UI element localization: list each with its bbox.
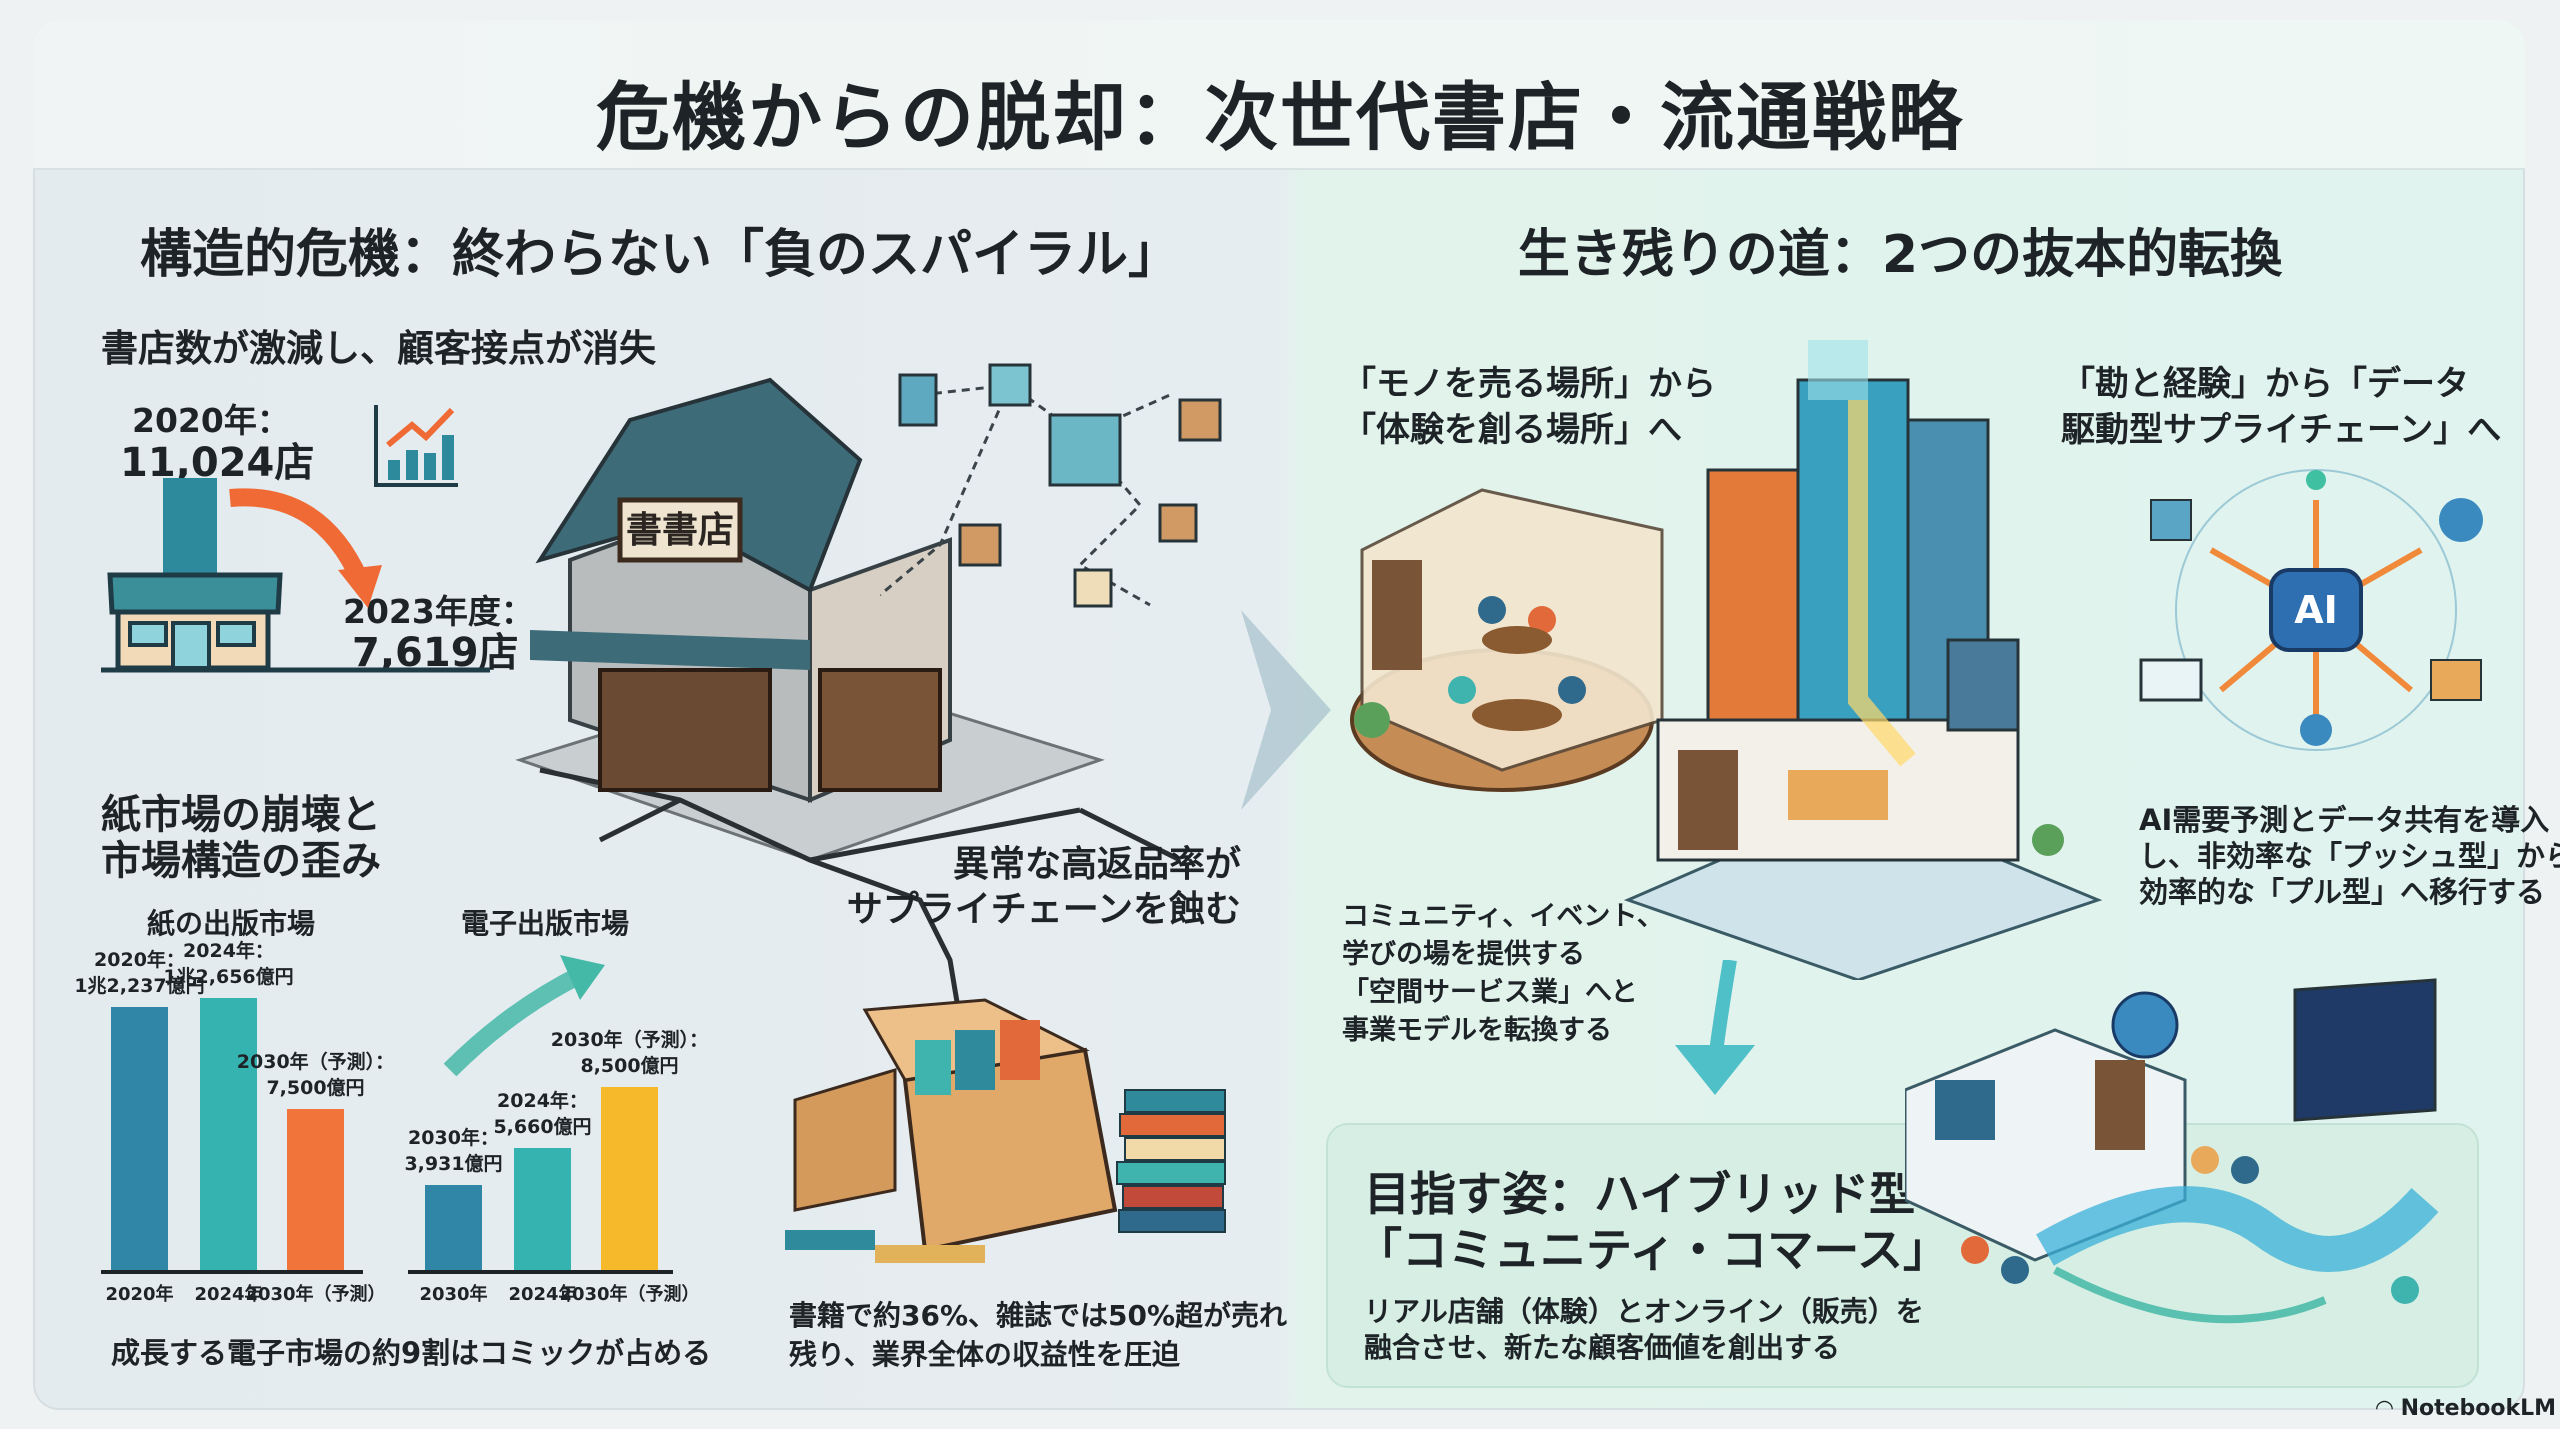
bar-label-value: 1兆2,656億円 [163, 965, 294, 988]
cube-icon [1048, 413, 1122, 487]
plant-icon [1354, 702, 1390, 738]
goal-body-line1: リアル店舗（体験）とオンライン（販売）を [1364, 1295, 1924, 1328]
chart-bar [200, 997, 257, 1270]
hybrid-commerce-illustration [1905, 978, 2439, 1324]
chart-title: 紙の出版市場 [147, 907, 316, 940]
monitor-icon [2293, 978, 2437, 1122]
store-count-2020-label: 2020年： [132, 401, 290, 440]
bar-label-year: 2024年： [183, 939, 274, 962]
bar-label-value: 5,660億円 [493, 1116, 592, 1139]
left-heading: 構造的危機：終わらない「負のスパイラル」 [139, 225, 1180, 285]
growth-arrow-icon [443, 955, 605, 1077]
laptop-icon [2139, 658, 2203, 702]
experience-heading-line1: 「モノを売る場所」から [1342, 364, 1716, 404]
notebooklm-badge: ◠ NotebookLM [2376, 1396, 2556, 1421]
bar-label-year: 2024年： [497, 1090, 588, 1113]
goal-heading-line1: 目指す姿：ハイブリッド型 [1364, 1167, 1916, 1221]
returns-body-line1: 書籍で約36%、雑誌では50%超が売れ [789, 1299, 1288, 1332]
bar-label-value: 3,931億円 [404, 1153, 503, 1176]
bookshelf-icon [818, 668, 942, 792]
badge-label: NotebookLM [2400, 1396, 2557, 1421]
broken-supply-network-illustration [880, 363, 1222, 608]
store-count-heading: 書店数が激減し、顧客接点が消失 [101, 327, 656, 370]
cart-icon [2430, 659, 2482, 701]
x-tick-label: 2020年 [105, 1284, 174, 1305]
future-bookstore-tower-illustration [1623, 340, 2103, 980]
store-decline-graphic [101, 405, 490, 673]
x-tick-label: 2030年（予測） [559, 1284, 700, 1305]
decline-arrow-icon [229, 488, 369, 584]
data-caption: AI需要予測とデータ共有を導入 し、非効率な「プッシュ型」から 効率的な「プル型… [2139, 802, 2560, 910]
returned-books-boxes-illustration [785, 998, 1226, 1263]
right-heading: 生き残りの道：2つの抜本的転換 [1517, 225, 2283, 285]
chart-bar [287, 1108, 344, 1270]
caption-line: 学びの場を提供する [1342, 939, 1585, 970]
x-tick-label: 2030年（予測） [245, 1284, 386, 1305]
goal-body-line2: 融合させ、新たな顧客価値を創出する [1364, 1331, 1841, 1364]
caption-line: し、非効率な「プッシュ型」から [2139, 839, 2560, 873]
bookstore-sign [617, 497, 743, 563]
store-count-2020-value: 11,024店 [120, 440, 315, 486]
x-tick-label: 2024年 [194, 1284, 263, 1305]
chart-bar [111, 1006, 168, 1270]
page-title: 危機からの脱却：次世代書店・流通戦略 [596, 75, 1964, 161]
returns-heading-line2: サプライチェーンを蝕む [846, 889, 1241, 930]
bar-label-year: 2030年（予測）： [550, 1029, 709, 1052]
transition-chevron-icon [1241, 610, 1331, 810]
community-space-illustration [1350, 488, 1664, 792]
ai-data-network-illustration: AI [2139, 469, 2483, 751]
store-count-2023-label: 2023年度： [343, 592, 534, 631]
ai-chip-icon [2269, 568, 2363, 652]
x-tick-label: 2030年 [419, 1284, 488, 1305]
data-heading-line1: 「勘と経験」から「データ [2061, 364, 2469, 404]
title-band [33, 20, 2525, 170]
cracked-bookstore-illustration: 書書店 [515, 377, 1182, 1020]
chart-title: 電子出版市場 [461, 907, 630, 940]
caption-line: コミュニティ、イベント、 [1342, 901, 1664, 932]
returns-heading-line1: 異常な高返品率が [952, 844, 1241, 885]
caption-line: 「空間サービス業」へと [1342, 977, 1638, 1008]
goal-heading-line2: 「コミュニティ・コマース」 [1356, 1223, 1949, 1277]
down-arrow-icon [1675, 960, 1755, 1095]
bar-label-year: 2030年： [408, 1127, 499, 1150]
experience-caption: コミュニティ、イベント、 学びの場を提供する 「空間サービス業」へと 事業モデル… [1342, 898, 1664, 1050]
chart-bar [425, 1185, 482, 1270]
chart-bar [514, 1148, 571, 1270]
caption-line: 事業モデルを転換する [1342, 1015, 1612, 1046]
bar-label-value: 8,500億円 [580, 1055, 679, 1078]
returns-body-line2: 残り、業界全体の収益性を圧迫 [789, 1338, 1180, 1371]
storefront-icon [107, 572, 283, 671]
gear-icon [2439, 498, 2483, 542]
chart-baseline [408, 1270, 673, 1274]
notebooklm-logo-icon: ◠ [2376, 1396, 2401, 1421]
caption-line: 効率的な「プル型」へ移行する [2139, 875, 2546, 909]
bar-label-year: 2030年（予測）： [236, 1050, 395, 1073]
x-tick-label: 2024年 [508, 1284, 577, 1305]
book-stack-icon [1116, 1089, 1226, 1233]
globe-icon [2111, 991, 2179, 1059]
experience-heading-line2: 「体験を創る場所」へ [1342, 410, 1682, 450]
chart-baseline [101, 1270, 363, 1274]
cube-icon [2150, 499, 2192, 541]
parcel-icon [1178, 398, 1222, 442]
market-heading-line2: 市場構造の歪み [101, 838, 381, 884]
chart-bar [601, 1087, 658, 1270]
data-heading-line2: 駆動型サプライチェーン」へ [2061, 410, 2502, 450]
growth-chart-icon [374, 405, 458, 487]
svg-text:AI: AI [2294, 588, 2338, 632]
svg-text:書書店: 書書店 [626, 510, 734, 551]
market-heading-line1: 紙市場の崩壊と [101, 792, 381, 838]
bar-label-year: 2020年： [94, 948, 185, 971]
store-count-bar [163, 478, 217, 576]
bar-label-value: 1兆2,237億円 [74, 974, 205, 997]
caption-line: AI需要予測とデータ共有を導入 [2139, 803, 2550, 837]
market-footnote: 成長する電子市場の約9割はコミックが占める [111, 1336, 712, 1370]
bar-label-value: 7,500億円 [266, 1076, 365, 1099]
flow-arrow-icon [2053, 1266, 2327, 1324]
